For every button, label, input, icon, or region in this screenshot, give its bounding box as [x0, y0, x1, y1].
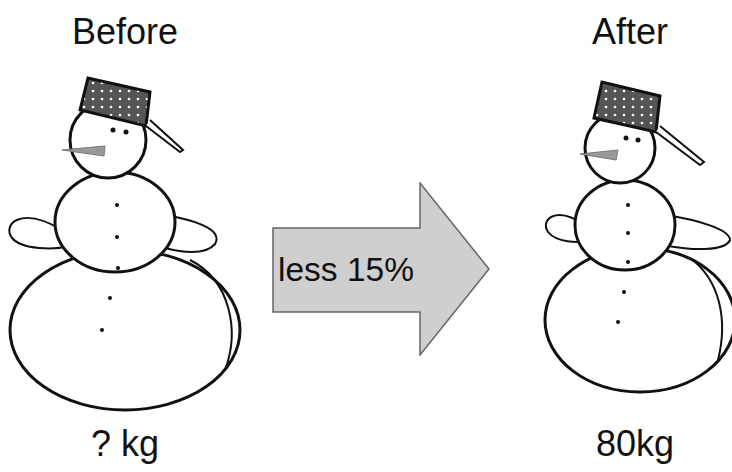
weight-label: ? kg [91, 426, 159, 462]
snowman-after [545, 82, 732, 392]
arrow-shape: less 15% [272, 182, 490, 356]
weight-label: 80kg [596, 426, 674, 462]
panel-heading: Before [72, 14, 178, 50]
arrow-label: less 15% [278, 253, 414, 287]
snowman-before [9, 78, 240, 410]
panel-heading: After [592, 14, 668, 50]
